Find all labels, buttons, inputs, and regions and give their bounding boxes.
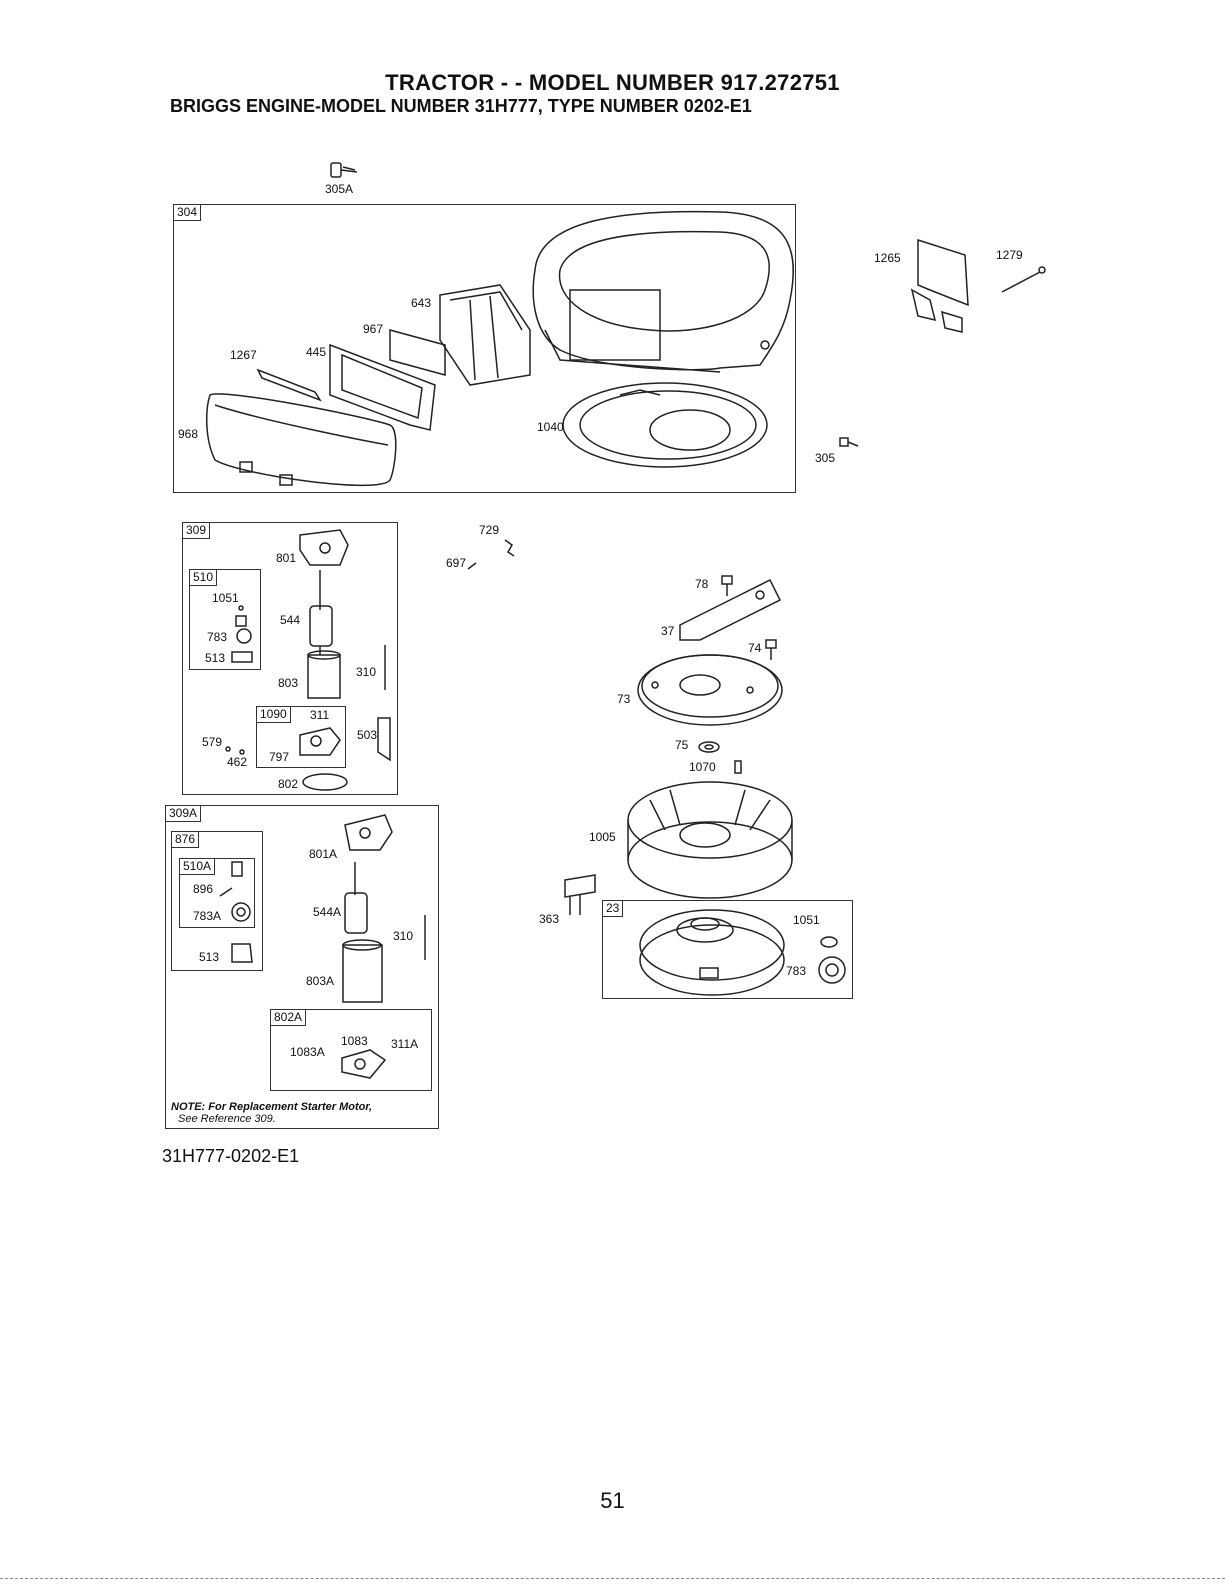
callout-783-a: 783: [207, 630, 228, 644]
tag-510A: 510A: [179, 858, 216, 875]
callout-305: 305: [815, 451, 836, 465]
starter-309-drawing: [225, 529, 391, 791]
callout-1040: 1040: [537, 420, 564, 434]
callout-1083A: 1083A: [290, 1045, 325, 1059]
drive-510A-drawing: [219, 861, 253, 963]
callout-643: 643: [411, 296, 432, 310]
page-title: TRACTOR - - MODEL NUMBER 917.272751: [385, 70, 840, 95]
callout-503: 503: [357, 728, 378, 742]
callout-311A: 311A: [391, 1037, 419, 1051]
box-1090: [256, 706, 346, 768]
callout-462: 462: [227, 755, 248, 769]
page-subtitle: BRIGGS ENGINE-MODEL NUMBER 31H777, TYPE …: [170, 96, 752, 116]
callout-697: 697: [446, 556, 467, 570]
grille-643-drawing: [439, 284, 531, 386]
box-802A: [270, 1009, 432, 1091]
callout-968: 968: [178, 427, 199, 441]
tag-23: 23: [602, 900, 624, 917]
shield-1265-drawing: [910, 238, 969, 333]
cover-968-drawing: [205, 393, 397, 486]
washer-75-drawing: [698, 741, 720, 753]
callout-1070: 1070: [689, 760, 716, 774]
tag-1090: 1090: [256, 706, 291, 723]
screw-305A-drawing: [330, 162, 358, 178]
callout-305A: 305A: [325, 182, 354, 196]
page-number: 51: [600, 1488, 625, 1513]
bolt-74-drawing: [765, 639, 777, 660]
callout-1083: 1083: [341, 1034, 368, 1048]
callout-803A: 803A: [306, 974, 335, 988]
bolt-1070-drawing: [734, 760, 742, 774]
callout-75: 75: [675, 738, 689, 752]
callout-1005: 1005: [589, 830, 616, 844]
flywheel-23-drawing: [639, 909, 785, 996]
box-510A: [179, 858, 255, 928]
callout-1265: 1265: [874, 251, 901, 265]
screw-305-drawing: [839, 437, 859, 447]
box-510: [189, 569, 261, 670]
tag-309A: 309A: [165, 805, 202, 822]
callout-544: 544: [280, 613, 301, 627]
callout-513-a: 513: [205, 651, 226, 665]
bolt-1279-drawing: [1001, 266, 1046, 293]
callout-73: 73: [617, 692, 631, 706]
callout-1267: 1267: [230, 348, 257, 362]
base-1040-drawing: [562, 382, 768, 468]
callout-78: 78: [695, 577, 709, 591]
callout-1051-a: 1051: [212, 591, 239, 605]
callout-1051-b: 1051: [793, 913, 820, 927]
parts-1051-783-drawing: [818, 936, 846, 984]
callout-310-b: 310: [393, 929, 414, 943]
box-309: [182, 522, 398, 795]
box-309A: [165, 805, 439, 1129]
callout-797: 797: [269, 750, 290, 764]
strip-1267-drawing: [256, 368, 322, 402]
callout-311: 311: [310, 708, 330, 722]
callout-37: 37: [661, 624, 675, 638]
box-876: [171, 831, 263, 971]
tag-876: 876: [171, 831, 200, 848]
callout-544A: 544A: [313, 905, 342, 919]
box-304: [173, 204, 796, 493]
callout-801: 801: [276, 551, 297, 565]
callout-310-a: 310: [356, 665, 377, 679]
bolt-78-drawing: [721, 575, 733, 596]
callout-513-b: 513: [199, 950, 220, 964]
frame-445-drawing: [329, 343, 436, 431]
note-line-1: NOTE: For Replacement Starter Motor,: [171, 1101, 373, 1113]
magnet-363-drawing: [564, 874, 596, 915]
callout-579: 579: [202, 735, 223, 749]
tag-304: 304: [173, 204, 202, 221]
callout-802: 802: [278, 777, 299, 791]
callout-896: 896: [193, 882, 214, 896]
starter-309A-drawing: [341, 814, 426, 1079]
drive-510-drawing: [231, 605, 253, 663]
callout-967: 967: [363, 322, 384, 336]
diagram-code: 31H777-0202-E1: [162, 1146, 300, 1166]
callout-783A: 783A: [193, 909, 222, 923]
callout-363: 363: [539, 912, 560, 926]
screw-697-drawing: [467, 562, 477, 570]
note-line-2: See Reference 309.: [178, 1113, 276, 1125]
callout-1279: 1279: [996, 248, 1023, 262]
tag-802A: 802A: [270, 1009, 307, 1026]
screen-73-drawing: [637, 654, 783, 726]
callout-803: 803: [278, 676, 299, 690]
decal-967-drawing: [389, 329, 446, 376]
tag-510: 510: [189, 569, 218, 586]
flywheel-1005-drawing: [627, 781, 793, 899]
box-23: [602, 900, 853, 999]
tag-309: 309: [182, 522, 211, 539]
callout-729: 729: [479, 523, 500, 537]
callout-445: 445: [306, 345, 327, 359]
callout-783-b: 783: [786, 964, 807, 978]
clip-729-drawing: [504, 539, 515, 557]
bracket-37-drawing: [679, 578, 782, 641]
callout-801A: 801A: [309, 847, 338, 861]
page-edge-divider: [0, 1578, 1225, 1579]
callout-74: 74: [748, 641, 762, 655]
blower-housing-drawing: [532, 210, 794, 373]
